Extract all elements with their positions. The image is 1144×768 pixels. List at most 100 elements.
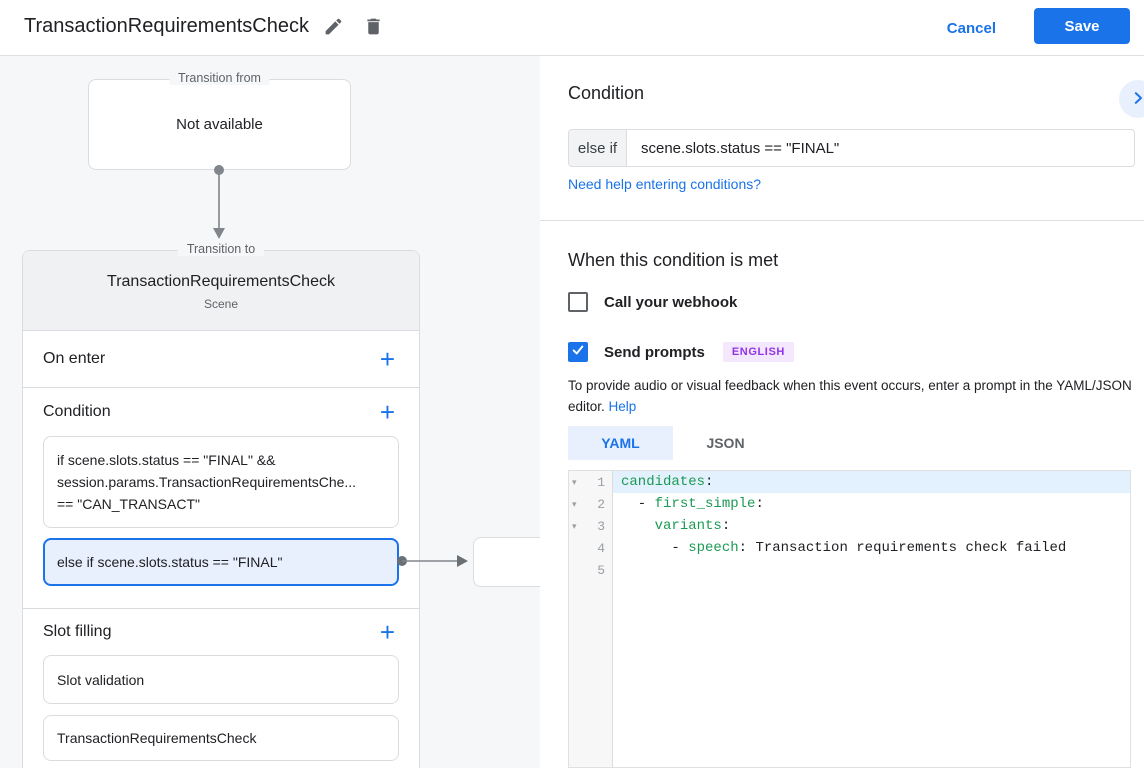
code-key: candidates [621, 474, 706, 490]
add-condition-button[interactable]: + [379, 397, 395, 427]
code-key: first_simple [654, 496, 756, 512]
add-on-enter-button[interactable]: + [379, 344, 395, 374]
condition-2-text: else if scene.slots.status == "FINAL" [57, 554, 283, 570]
slot-filling-section: Slot filling + Slot validation Transacti… [23, 609, 419, 761]
line-number: 5 [597, 562, 605, 578]
condition-transition-arrow [397, 555, 468, 567]
panel-divider [540, 220, 1144, 221]
webhook-label[interactable]: Call your webhook [604, 293, 738, 311]
delete-scene-button[interactable] [356, 11, 390, 45]
code-plain: : [721, 518, 731, 534]
details-panel: Condition else if Need help entering con… [540, 56, 1144, 768]
slot-item-label: Slot validation [57, 671, 145, 688]
webhook-checkbox-row: Call your webhook [568, 292, 737, 312]
gutter-cell: ▾ 3 [569, 515, 613, 537]
code-text[interactable]: candidates: [613, 471, 1130, 493]
collapse-panel-button[interactable] [1119, 80, 1144, 118]
condition-label: Condition [43, 403, 111, 420]
flow-canvas: Transition from Not available Transition… [0, 56, 540, 768]
cancel-button[interactable]: Cancel [947, 10, 996, 46]
language-badge: ENGLISH [722, 342, 794, 362]
code-key: variants [654, 518, 722, 534]
on-enter-row: On enter + [23, 331, 419, 387]
code-plain: : [755, 496, 764, 512]
check-icon [571, 343, 585, 362]
save-button[interactable]: Save [1034, 8, 1130, 44]
code-line: 4 - speech: Transaction requirements che… [569, 537, 1130, 559]
editor-gutter [569, 471, 613, 767]
scene-node-subtitle: Scene [203, 297, 239, 311]
scene-node-header[interactable]: TransactionRequirementsCheck Scene [23, 251, 419, 331]
webhook-checkbox[interactable] [568, 292, 588, 312]
transition-arrow-down [213, 165, 225, 239]
code-line: ▾ 3 variants: [569, 515, 1130, 537]
code-text[interactable] [613, 559, 1130, 581]
transition-from-value: Not available [176, 116, 263, 133]
line-number: 3 [597, 518, 605, 534]
condition-expression-input[interactable] [627, 130, 1134, 166]
edit-scene-button[interactable] [316, 11, 350, 45]
section-divider [23, 387, 419, 388]
gutter-cell: 5 [569, 559, 613, 581]
fold-arrow-icon[interactable]: ▾ [572, 520, 577, 531]
line-number: 4 [597, 540, 605, 556]
trash-icon [363, 16, 384, 40]
code-line: ▾ 1 candidates: [569, 471, 1130, 493]
slot-item-label: TransactionRequirementsCheck [57, 730, 257, 746]
tab-json[interactable]: JSON [706, 435, 745, 451]
code-plain [621, 518, 655, 534]
code-plain: - [621, 496, 655, 512]
code-text[interactable]: - speech: Transaction requirements check… [613, 537, 1130, 559]
transition-target-node[interactable] [473, 537, 540, 587]
prompts-description-text: To provide audio or visual feedback when… [568, 378, 1132, 414]
on-enter-label: On enter [43, 350, 106, 367]
panel-condition-heading: Condition [568, 83, 645, 103]
send-prompts-checkbox[interactable] [568, 342, 588, 362]
condition-1-line: if scene.slots.status == "FINAL" && [57, 452, 276, 468]
tab-yaml[interactable]: YAML [568, 426, 673, 460]
scene-node-card: Transition to TransactionRequirementsChe… [22, 242, 420, 768]
condition-1-line: session.params.TransactionRequirementsCh… [57, 474, 357, 490]
page-title: TransactionRequirementsCheck [24, 15, 309, 37]
transition-from-legend: Transition from [169, 71, 270, 85]
conditions-help-link[interactable]: Need help entering conditions? [568, 176, 762, 192]
code-line: 5 [569, 559, 1130, 581]
condition-item-1[interactable]: if scene.slots.status == "FINAL" && sess… [43, 436, 399, 528]
add-slot-button[interactable]: + [379, 617, 395, 647]
transition-to-legend: Transition to [177, 242, 265, 256]
fold-arrow-icon[interactable]: ▾ [572, 498, 577, 509]
when-condition-heading: When this condition is met [568, 250, 779, 270]
gutter-cell: ▾ 2 [569, 493, 613, 515]
code-line: ▾ 2 - first_simple: [569, 493, 1130, 515]
editor-format-tabs: YAML JSON [568, 426, 778, 460]
condition-prefix: else if [569, 130, 627, 166]
code-plain: : Transaction requirements check failed [738, 540, 1067, 556]
fold-arrow-icon[interactable]: ▾ [572, 476, 577, 487]
condition-item-2-selected[interactable]: else if scene.slots.status == "FINAL" [43, 538, 399, 586]
line-number: 2 [597, 496, 605, 512]
chevron-right-icon [1129, 89, 1144, 110]
scene-node-title: TransactionRequirementsCheck [107, 273, 335, 290]
code-text[interactable]: variants: [613, 515, 1130, 537]
line-number: 1 [597, 474, 605, 490]
prompts-description: To provide audio or visual feedback when… [568, 375, 1144, 417]
condition-input-group: else if [568, 129, 1135, 167]
condition-1-line: == "CAN_TRANSACT" [57, 496, 200, 512]
gutter-cell: 4 [569, 537, 613, 559]
code-plain: - [621, 540, 689, 556]
section-divider [23, 608, 419, 609]
yaml-code-editor[interactable]: ▾ 1 candidates: ▾ 2 - first_simple: ▾ 3 … [568, 470, 1131, 768]
slot-item-transaction-check[interactable]: TransactionRequirementsCheck [43, 715, 399, 761]
slot-item-validation[interactable]: Slot validation [43, 655, 399, 704]
prompts-checkbox-row: Send prompts ENGLISH [568, 342, 794, 362]
header-bar: TransactionRequirementsCheck Cancel Save [0, 0, 1144, 56]
code-text[interactable]: - first_simple: [613, 493, 1130, 515]
code-key: speech [688, 540, 739, 556]
slot-filling-label: Slot filling [43, 623, 112, 640]
send-prompts-label[interactable]: Send prompts [604, 343, 705, 361]
slot-filling-row: Slot filling + [23, 609, 419, 655]
code-plain: : [705, 474, 714, 490]
condition-row: Condition + [23, 388, 419, 436]
prompts-help-link[interactable]: Help [608, 399, 637, 414]
gutter-cell: ▾ 1 [569, 471, 613, 493]
